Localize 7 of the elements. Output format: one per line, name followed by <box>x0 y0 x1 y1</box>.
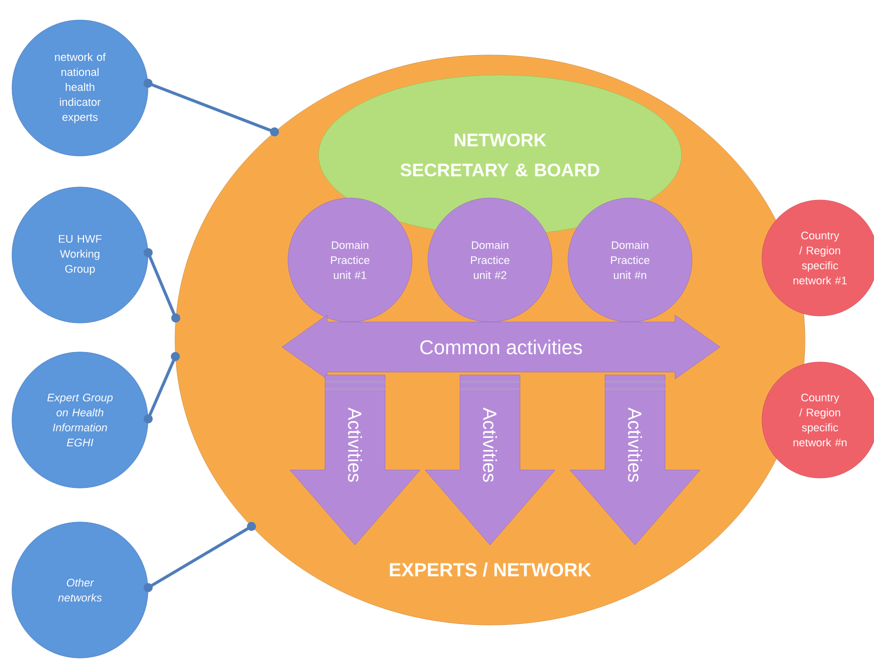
activities-banner: Activities <box>570 374 700 546</box>
activities-banner: Activities <box>424 374 556 546</box>
connector-line <box>144 522 256 592</box>
connector-line <box>144 352 180 424</box>
connector-line <box>144 78 279 136</box>
activities-banner: Activities <box>290 374 420 546</box>
connector-line <box>144 248 180 323</box>
